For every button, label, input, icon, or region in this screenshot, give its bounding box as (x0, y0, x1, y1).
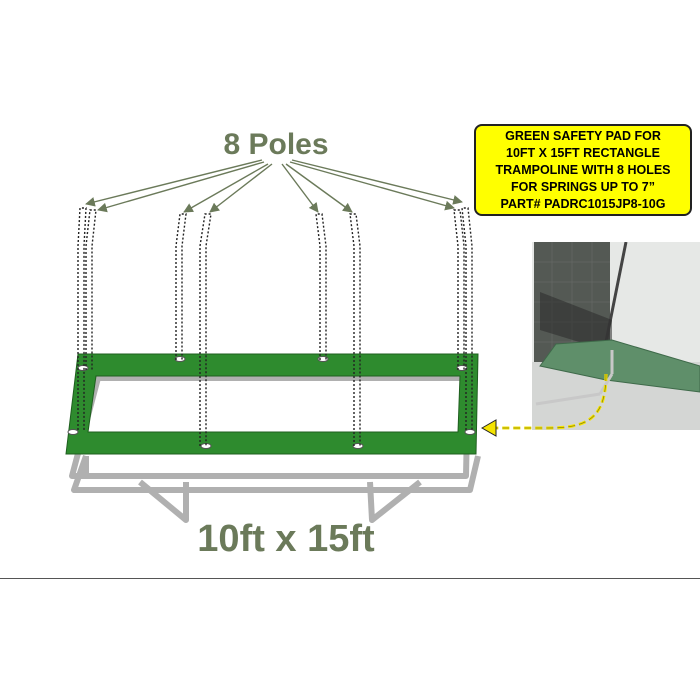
info-line: 10FT X 15FT RECTANGLE (506, 145, 660, 160)
frame-top-outline (69, 375, 471, 479)
bottom-divider (0, 578, 700, 579)
pole-arrow (285, 163, 353, 213)
pole-arrow (289, 161, 455, 211)
product-info-box: GREEN SAFETY PAD FOR 10FT X 15FT RECTANG… (474, 124, 692, 216)
green-safety-pad (65, 353, 479, 455)
info-line: TRAMPOLINE WITH 8 HOLES (495, 162, 671, 177)
poles-title: 8 Poles (223, 128, 329, 161)
pole-arrow (85, 159, 263, 207)
frame-base-rail (71, 455, 481, 493)
pole-outline (85, 209, 97, 370)
info-line: GREEN SAFETY PAD FOR (505, 128, 661, 143)
pole-outline (349, 213, 361, 446)
callout-arrow-head (480, 419, 497, 437)
pole-hole (67, 429, 79, 435)
pole-hole (464, 429, 476, 435)
pole-outline (461, 207, 473, 430)
pole-outline (315, 213, 327, 360)
pole-outline (175, 213, 187, 360)
pole-arrow (281, 163, 319, 213)
pole-holes (67, 356, 476, 449)
right-leg (367, 479, 422, 523)
left-leg (138, 479, 189, 523)
pole-arrow (183, 163, 269, 213)
pole-arrows (85, 159, 463, 213)
pole-outline (199, 213, 212, 446)
pole-arrow (209, 163, 273, 213)
dotted-poles (77, 207, 473, 446)
pole-arrow (291, 159, 463, 205)
info-line: PART# PADRC1015JP8-10G (500, 196, 666, 211)
trampoline-size-label: 10ft x 15ft (197, 518, 375, 560)
pole-arrow (97, 161, 265, 213)
inset-photo (532, 242, 700, 430)
callout-arrow-outline (492, 373, 607, 429)
pole-outline (453, 209, 465, 370)
info-line: FOR SPRINGS UP TO 7” (510, 179, 655, 194)
pole-outline (77, 207, 87, 430)
